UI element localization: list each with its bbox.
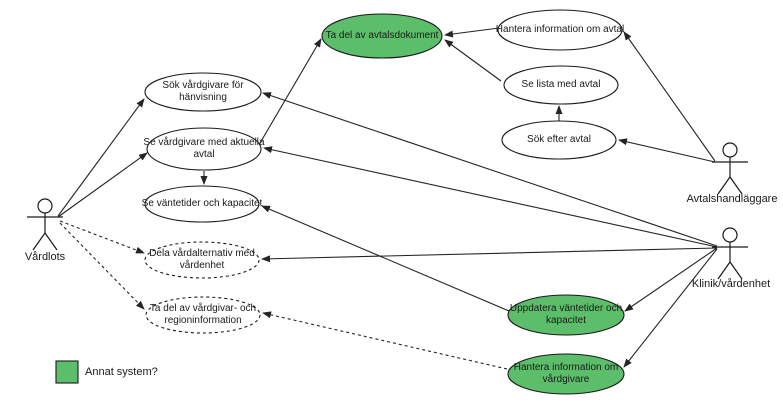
actor-label-avtalshandlaggare: Avtalshandläggare xyxy=(686,193,778,205)
edge-se-lista-ta-del-avtalsdokument xyxy=(444,39,502,82)
usecase-hantera-information-om-avtal xyxy=(497,9,623,51)
usecase-label-se-lista-med-avtal: Se lista med avtal xyxy=(521,79,601,90)
usecase-label-uppdatera-vantetider-och-kapacitet: Uppdatera väntetider och kapacitet xyxy=(509,303,623,326)
usecase-se-vantetider-och-kapacitet xyxy=(144,185,260,223)
actor-head xyxy=(37,198,53,214)
edge-vardlots-ta-del-vardgivarinfo-dashed xyxy=(59,222,145,310)
actor-leg-right xyxy=(729,176,743,195)
usecase-ta-del-av-avtalsdokument xyxy=(321,13,443,59)
usecase-label-ta-del-av-avtalsdokument: Ta del av avtalsdokument xyxy=(325,30,439,41)
edge-uppdatera-se-vantetider xyxy=(261,205,510,312)
usecase-label-se-vardgivare-med-aktuella-avtal: Se vårdgivare med aktuella avtal xyxy=(143,137,265,160)
edge-klinik-se-vardgivare xyxy=(263,146,718,248)
edge-hantera-vardgivare-ta-del-vardgivarinfo-dashed xyxy=(262,311,508,370)
actor-leg-left xyxy=(717,176,731,195)
edge-avtalshandlaggare-sok-efter-avtal xyxy=(618,138,716,163)
usecase-hantera-information-om-vardgivare xyxy=(507,353,625,395)
legend-label: Annat system? xyxy=(85,366,158,378)
edges xyxy=(57,27,718,370)
usecase-label-sok-efter-avtal: Sök efter avtal xyxy=(527,134,591,145)
edge-klinik-uppdatera-vantetider xyxy=(624,247,718,312)
usecase-label-hantera-information-om-avtal: Hantera information om avtal xyxy=(495,24,625,35)
edge-klinik-dela-vardalternativ xyxy=(261,247,718,263)
actor-leg-left xyxy=(717,261,731,280)
usecase-nodes xyxy=(144,9,625,395)
edge-se-vardgivare-ta-del-avtalsdokument xyxy=(252,38,322,156)
actor-klinik-vardenhet-figure xyxy=(712,227,748,280)
edge-hantera-avtal-ta-del-avtalsdokument xyxy=(444,27,500,38)
legend-green-swatch xyxy=(55,360,79,384)
actor-head xyxy=(722,227,738,243)
actor-label-klinik-vardenhet: Klinik/vårdenhet xyxy=(691,278,771,290)
actor-leg-right xyxy=(729,261,743,280)
usecase-se-vardgivare-med-aktuella-avtal xyxy=(146,127,262,171)
edge-klinik-sok-vardgivare xyxy=(262,92,718,247)
edge-avtalshandlaggare-hantera-avtal xyxy=(623,31,716,162)
actor-leg-right xyxy=(44,232,58,251)
edge-vardlots-se-vardgivare xyxy=(57,152,148,218)
edge-vardlots-dela-vardalternativ-dashed xyxy=(59,220,145,254)
usecase-se-lista-med-avtal xyxy=(503,65,619,105)
usecase-label-sok-vardgivare-for-hanvisning: Sök vårdgivare för hänvisning xyxy=(162,80,244,103)
usecase-ta-del-av-vardgivar-och-regioninformation xyxy=(145,296,261,334)
usecase-label-dela-vardalternativ-med-vardenhet: Dela vårdalternativ med vårdenhet xyxy=(149,248,255,271)
actor-head xyxy=(722,142,738,158)
edge-klinik-hantera-vardgivare xyxy=(623,248,718,368)
usecase-label-ta-del-av-vardgivar-och-regioninformation: Ta del av vårdgivar- och regioninformati… xyxy=(149,303,257,326)
edge-vardlots-sok-vardgivare xyxy=(57,98,145,217)
usecase-label-se-vantetider-och-kapacitet: Se väntetider och kapacitet xyxy=(141,198,263,209)
actor-vardlots-figure xyxy=(27,198,63,251)
usecase-sok-vardgivare-for-hanvisning xyxy=(144,72,262,112)
actor-avtalshandlaggare-figure xyxy=(712,142,748,195)
usecase-sok-efter-avtal xyxy=(501,120,617,160)
usecase-uppdatera-vantetider-och-kapacitet xyxy=(507,294,625,336)
usecase-label-hantera-information-om-vardgivare: Hantera information om vårdgivare xyxy=(513,362,619,385)
usecase-dela-vardalternativ-med-vardenhet xyxy=(144,241,260,279)
actor-label-vardlots: Vårdlots xyxy=(24,251,66,263)
actor-leg-left xyxy=(32,232,46,251)
